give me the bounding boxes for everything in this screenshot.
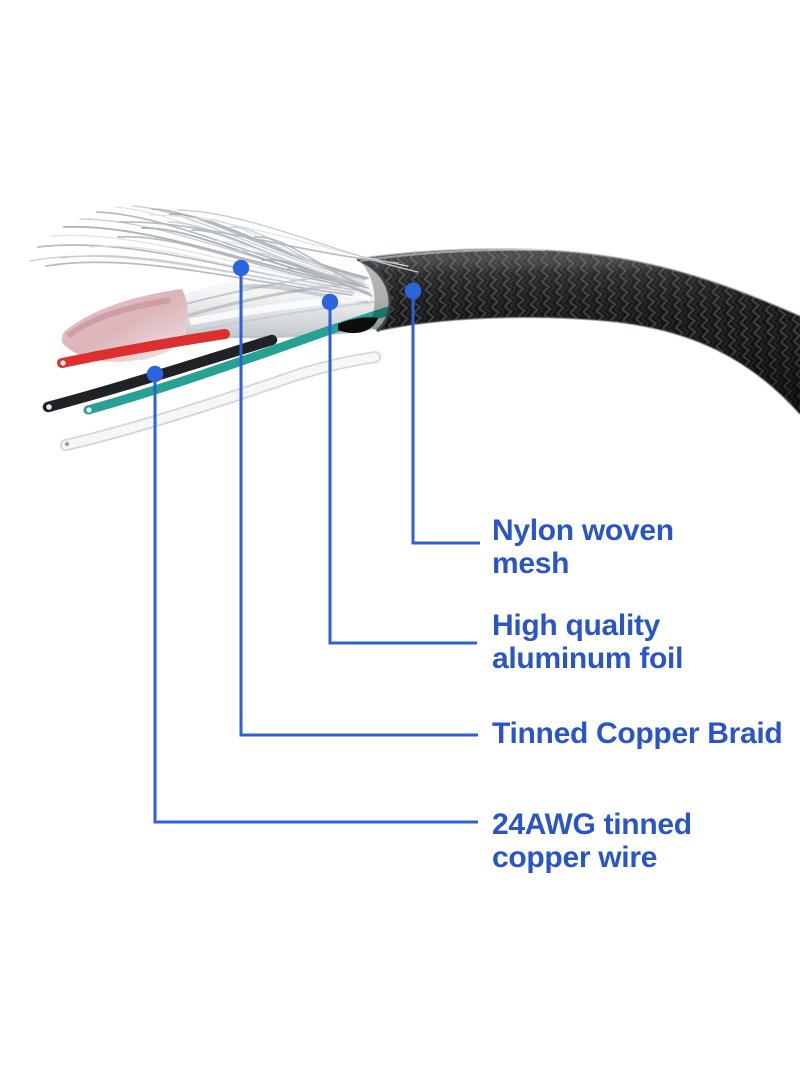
copper-braid-front-strands: [119, 209, 419, 273]
copper-braid-strands: [29, 205, 373, 297]
wire-teal-core: [86, 407, 92, 413]
callout-line-aluminum-foil: [328, 302, 477, 645]
wire-red: [57, 329, 230, 368]
wire-white: [61, 352, 380, 450]
nylon-mesh-sleeve: [356, 248, 800, 415]
callout-line-nylon-woven-mesh: [411, 291, 480, 545]
wire-red-core: [60, 360, 66, 366]
callout-dot-tinned-copper-braid: [232, 259, 250, 277]
callout-line-copper-wire: [153, 374, 478, 824]
callout-label-nylon-woven-mesh: Nylon woven mesh: [492, 514, 674, 580]
callout-label-aluminum-foil: High quality aluminum foil: [492, 609, 684, 675]
callout-dot-aluminum-foil: [321, 293, 339, 311]
callout-dot-copper-wire: [146, 365, 164, 383]
callout-line-tinned-copper-braid: [239, 268, 478, 737]
callout-dot-nylon-woven-mesh: [404, 282, 422, 300]
wire-black-core: [46, 404, 52, 410]
wire-white-core: [64, 441, 70, 447]
mesh-opening-flap: [338, 317, 378, 334]
callout-connectors: [146, 259, 480, 824]
callout-label-copper-wire: 24AWG tinned copper wire: [492, 808, 692, 874]
callout-label-tinned-copper-braid: Tinned Copper Braid: [492, 717, 783, 750]
